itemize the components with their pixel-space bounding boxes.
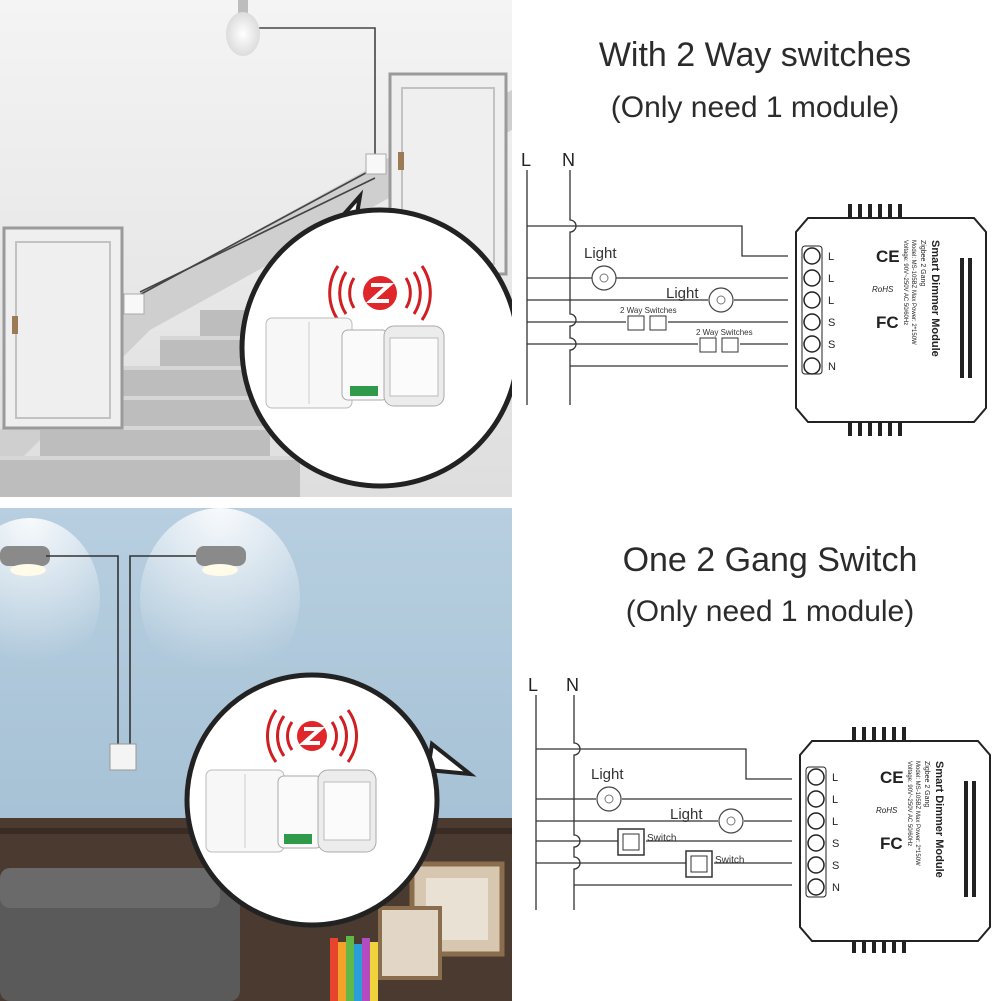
module-name: Smart Dimmer Module <box>929 240 941 357</box>
top-light-1-label: Light <box>584 245 617 262</box>
neutral-wire <box>573 695 581 910</box>
bottom-subheading: (Only need 1 module) <box>625 595 915 628</box>
neutral-wire <box>569 170 577 405</box>
top-live-label: L <box>521 150 531 170</box>
terminal-label: L <box>832 816 838 828</box>
terminal-label: L <box>828 273 834 285</box>
terminal-label: L <box>832 772 838 784</box>
module-name: Smart Dimmer Module <box>933 761 945 878</box>
bottom-wiring-diagram: L N Light Light Switch Switch L <box>528 675 991 953</box>
switch-icon <box>617 828 645 856</box>
light-bulb-icon <box>596 786 622 812</box>
two-way-switch-icon <box>699 337 739 353</box>
light-bulb-icon <box>708 287 734 313</box>
terminal-label: L <box>832 794 838 806</box>
terminal-label: N <box>828 361 836 373</box>
terminal-label: S <box>828 339 835 351</box>
stairway-installation-photo <box>0 0 512 497</box>
top-switch-1-label: 2 Way Switches <box>620 306 677 315</box>
top-light-2-label: Light <box>666 285 699 302</box>
top-switch-2-label: 2 Way Switches <box>696 328 753 337</box>
light-bulb-icon <box>718 808 744 834</box>
bottom-light-2-label: Light <box>670 806 703 823</box>
bottom-switch-1-label: Switch <box>647 833 676 844</box>
fcc-mark: FC <box>880 834 903 853</box>
living-room-installation-photo <box>0 508 512 1001</box>
top-neutral-label: N <box>562 150 575 170</box>
bottom-heading: One 2 Gang Switch <box>622 541 918 579</box>
two-way-switch-icon <box>627 315 667 331</box>
module-model: Model: MS-105BZ Max Power: 2*150W <box>910 240 916 345</box>
bottom-switch-2-label: Switch <box>715 855 744 866</box>
bottom-light-1-label: Light <box>591 766 624 783</box>
ce-mark: CE <box>876 247 900 266</box>
bottom-neutral-label: N <box>566 675 579 695</box>
switch-icon <box>685 850 713 878</box>
terminal-label: S <box>832 860 839 872</box>
terminal-label: L <box>828 251 834 263</box>
top-wiring-diagram: L N Light Light 2 Way Switches 2 Way Swi… <box>521 150 987 436</box>
terminal-label: L <box>828 295 834 307</box>
rohs-mark: RoHS <box>872 285 894 294</box>
terminal-label: S <box>828 317 835 329</box>
ce-mark: CE <box>880 768 904 787</box>
module-voltage: Voltage: 90V~250V AC 50/60Hz <box>902 240 908 325</box>
smart-dimmer-module: L L L S S N CE FC RoHS Smart Dimmer Modu… <box>799 727 991 953</box>
module-voltage: Voltage: 90V~250V AC 50/60Hz <box>906 761 912 846</box>
terminal-label: S <box>832 838 839 850</box>
module-subtitle: Zigbee 2 Gang <box>923 761 930 807</box>
module-model: Model: MS-105BZ Max Power: 2*150W <box>914 761 920 866</box>
light-bulb-icon <box>591 265 617 291</box>
top-subheading: (Only need 1 module) <box>610 91 900 124</box>
bottom-live-label: L <box>528 675 538 695</box>
rohs-mark: RoHS <box>876 806 898 815</box>
smart-dimmer-module: L L L S S N CE FC RoHS Smart Dimmer Modu… <box>795 204 987 436</box>
module-subtitle: Zigbee 2 Gang <box>919 240 926 286</box>
fcc-mark: FC <box>876 313 899 332</box>
terminal-label: N <box>832 882 840 894</box>
top-heading: With 2 Way switches <box>598 36 912 74</box>
